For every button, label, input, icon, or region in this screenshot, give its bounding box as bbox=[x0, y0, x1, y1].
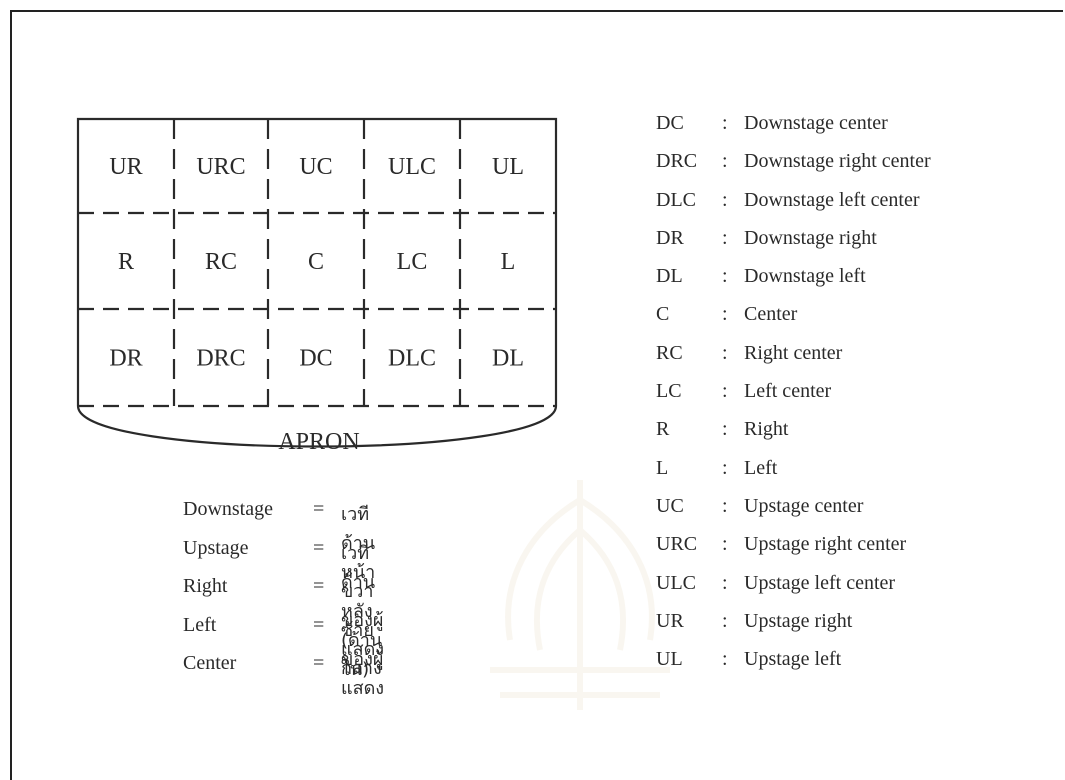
glossary-meaning: กลาง bbox=[341, 658, 382, 679]
stage-area-dr: DR bbox=[109, 346, 142, 372]
glossary-meaning: เวทีด้านหน้า bbox=[341, 504, 376, 583]
abbreviation-colon: : bbox=[722, 648, 728, 671]
stage-area-ur: UR bbox=[109, 154, 142, 180]
stage-area-ul: UL bbox=[492, 154, 524, 180]
glossary-meaning: ขวาของผู้แสดง bbox=[341, 581, 385, 660]
abbreviation-description: Upstage right center bbox=[744, 533, 907, 556]
abbreviation-colon: : bbox=[722, 150, 728, 173]
stage-area-drc: DRC bbox=[196, 346, 245, 372]
abbreviation-description: Center bbox=[744, 303, 798, 326]
abbreviation-code: L bbox=[656, 456, 669, 479]
stage-area-dc: DC bbox=[299, 346, 332, 372]
stage-area-l: L bbox=[501, 249, 516, 275]
stage-area-r: R bbox=[118, 249, 134, 275]
stage-area-ulc: ULC bbox=[388, 154, 436, 180]
abbreviation-code: ULC bbox=[656, 571, 696, 594]
glossary-term: Upstage bbox=[183, 536, 249, 559]
abbreviation-colon: : bbox=[722, 265, 728, 288]
abbreviation-description: Left center bbox=[744, 380, 832, 403]
abbreviation-code: LC bbox=[656, 380, 682, 403]
abbreviation-description: Right center bbox=[744, 341, 843, 364]
abbreviation-colon: : bbox=[722, 380, 728, 403]
abbreviation-description: Left bbox=[744, 456, 778, 479]
stage-area-uc: UC bbox=[299, 154, 332, 180]
glossary-equals: = bbox=[313, 575, 325, 597]
abbreviation-description: Upstage left bbox=[744, 648, 842, 671]
abbreviation-code: UR bbox=[656, 609, 684, 632]
watermark-emblem bbox=[490, 480, 670, 710]
stage-area-c: C bbox=[308, 249, 324, 275]
stage-area-lc: LC bbox=[397, 249, 428, 275]
abbreviation-code: UC bbox=[656, 494, 684, 517]
abbreviation-colon: : bbox=[722, 609, 728, 632]
abbreviation-colon: : bbox=[722, 188, 728, 211]
abbreviation-colon: : bbox=[722, 418, 728, 441]
apron-curve bbox=[76, 405, 558, 448]
glossary-term: Right bbox=[183, 575, 228, 597]
abbreviation-description: Downstage center bbox=[744, 112, 888, 134]
glossary-term: Downstage bbox=[183, 498, 273, 520]
stage-area-dlc: DLC bbox=[388, 346, 436, 372]
abbreviation-code: DR bbox=[656, 226, 684, 249]
glossary-term: Center bbox=[183, 652, 237, 674]
abbreviation-description: Upstage right bbox=[744, 609, 853, 632]
abbreviation-code: C bbox=[656, 303, 670, 326]
abbreviation-code: DLC bbox=[656, 188, 696, 211]
abbreviation-description: Upstage center bbox=[744, 494, 864, 517]
abbreviation-description: Right bbox=[744, 418, 789, 441]
abbreviation-description: Downstage right bbox=[744, 226, 877, 249]
abbreviation-colon: : bbox=[722, 456, 728, 479]
glossary-equals: = bbox=[313, 536, 325, 559]
abbreviation-colon: : bbox=[722, 494, 728, 517]
abbreviation-colon: : bbox=[722, 303, 728, 326]
abbreviation-code: R bbox=[656, 418, 670, 441]
page-frame bbox=[10, 10, 1063, 780]
abbreviation-colon: : bbox=[722, 571, 728, 594]
abbreviation-code: DRC bbox=[656, 150, 698, 173]
stage-outline bbox=[76, 117, 558, 448]
abbreviation-code: DC bbox=[656, 112, 684, 134]
abbreviation-colon: : bbox=[722, 533, 728, 556]
abbreviation-description: Upstage left center bbox=[744, 571, 896, 594]
stage-area-urc: URC bbox=[196, 154, 245, 180]
glossary-meaning: เวทีด้านหลัง (ด้านใน) bbox=[341, 542, 383, 680]
abbreviation-colon: : bbox=[722, 341, 728, 364]
abbreviation-description: Downstage left bbox=[744, 265, 866, 288]
glossary-meaning: ซ้ายของผู้แสดง bbox=[341, 619, 385, 699]
abbreviation-code: URC bbox=[656, 533, 698, 556]
glossary-equals: = bbox=[313, 613, 325, 636]
stage-area-rc: RC bbox=[205, 249, 237, 275]
abbreviation-code: UL bbox=[656, 648, 683, 671]
abbreviation-description: Downstage left center bbox=[744, 188, 920, 211]
abbreviation-code: DL bbox=[656, 265, 683, 288]
glossary-term: Left bbox=[183, 613, 217, 636]
stage-border bbox=[76, 117, 558, 406]
glossary-equals: = bbox=[313, 498, 325, 520]
abbreviation-description: Downstage right center bbox=[744, 150, 931, 173]
glossary-equals: = bbox=[313, 652, 325, 674]
apron-label: APRON bbox=[278, 429, 359, 455]
abbreviation-colon: : bbox=[722, 112, 728, 134]
abbreviation-colon: : bbox=[722, 226, 728, 249]
abbreviation-code: RC bbox=[656, 341, 683, 364]
stage-area-dl: DL bbox=[492, 346, 524, 372]
stage-area-labels: UR URC UC ULC UL R RC C LC L DR DRC DC DLC DL bbox=[109, 154, 524, 372]
